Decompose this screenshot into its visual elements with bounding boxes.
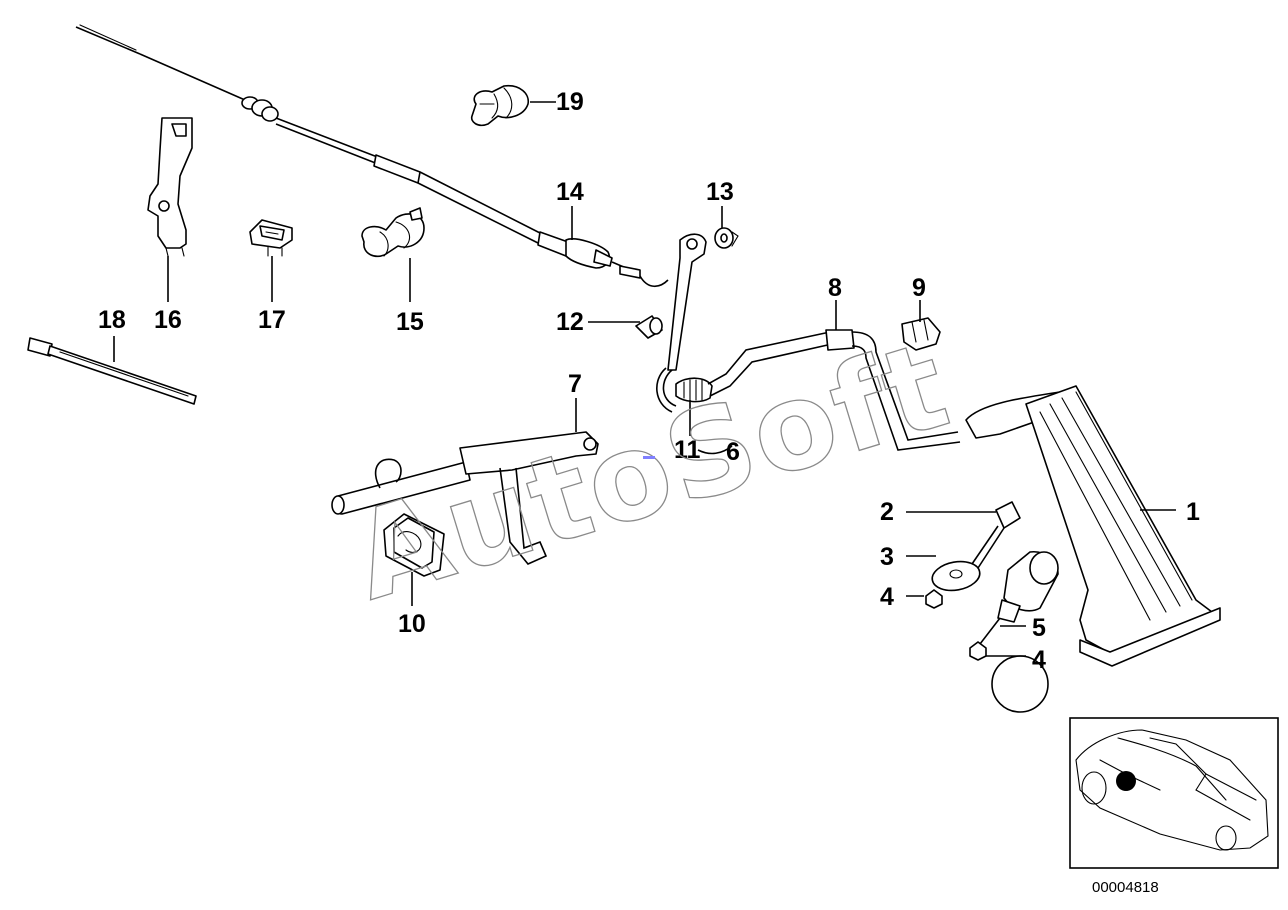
callout-4b: 4 [1032, 646, 1046, 674]
pedal-rod-part-6[interactable] [656, 233, 961, 451]
callout-2: 2 [880, 498, 894, 526]
watermark-marker [643, 456, 655, 459]
washer-part-13[interactable] [714, 227, 739, 249]
callout-19: 19 [556, 88, 584, 116]
bracket-part-16[interactable] [147, 117, 193, 257]
stop-screw-part-2[interactable] [971, 501, 1021, 569]
callout-1: 1 [1186, 498, 1200, 526]
callout-6: 6 [726, 438, 740, 466]
callout-14: 14 [556, 178, 584, 206]
location-marker-icon [1116, 771, 1136, 791]
callout-4a: 4 [880, 583, 894, 611]
callout-3: 3 [880, 543, 894, 571]
leader-lines [113, 101, 1176, 657]
clip-part-9[interactable] [901, 317, 941, 351]
vehicle-locator-inset [1069, 717, 1279, 869]
plug-part-12[interactable] [635, 315, 663, 339]
callout-11: 11 [674, 436, 701, 464]
nut-part-4a[interactable] [925, 589, 943, 609]
callout-13: 13 [706, 178, 734, 206]
callout-17: 17 [258, 306, 286, 334]
callout-5: 5 [1032, 614, 1046, 642]
pedal-part-1[interactable] [965, 385, 1221, 667]
accelerator-cable[interactable] [75, 24, 669, 288]
nut-part-4b[interactable] [969, 641, 987, 661]
callout-8: 8 [828, 274, 842, 302]
callout-18: 18 [98, 306, 126, 334]
cable-tie-part-18[interactable] [27, 337, 197, 405]
clip-nut-part-17[interactable] [249, 219, 293, 257]
callout-16: 16 [154, 306, 182, 334]
callout-12: 12 [556, 308, 584, 336]
pedal-lever-part-7[interactable] [331, 431, 599, 565]
document-number: 00004818 [1092, 879, 1159, 896]
callout-numbers: 1 2 3 4 5 4 6 7 8 9 10 11 12 13 14 15 16… [98, 88, 1200, 674]
clip-part-15[interactable] [361, 207, 425, 258]
watermark-text: AutoSoft [338, 316, 964, 628]
kickdown-switch-part-5[interactable] [979, 551, 1059, 645]
callout-7: 7 [568, 370, 582, 398]
rubber-buffer-part-3[interactable] [930, 558, 982, 594]
bearing-block-part-10[interactable] [383, 513, 445, 577]
callout-15: 15 [396, 308, 424, 336]
callout-9: 9 [912, 274, 926, 302]
clip-part-19[interactable] [470, 84, 529, 127]
callout-10: 10 [398, 610, 426, 638]
